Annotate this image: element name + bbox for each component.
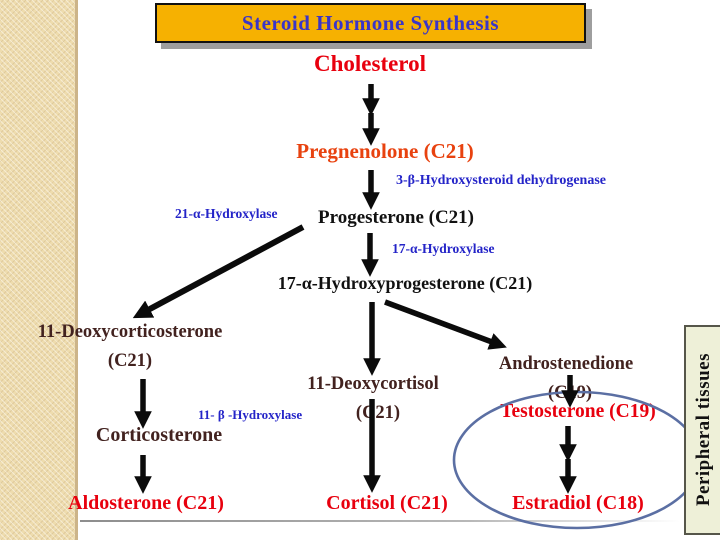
peripheral-tissues-box: Peripheral tissues [684, 325, 720, 535]
node-17a-hydroxyprogesterone: 17-α-Hydroxyprogesterone (C21) [277, 273, 533, 293]
title-box: Steroid Hormone Synthesis [155, 3, 586, 43]
enzyme-label-21a-hydroxylase: 21-α-Hydroxylase [175, 206, 278, 221]
enzyme-label-3b-hydroxysteroid-dehydrogenase: 3-β-Hydroxysteroid dehydrogenase [396, 173, 606, 188]
node-cholesterol: Cholesterol [313, 51, 427, 76]
node-estradiol: Estradiol (C18) [512, 492, 644, 514]
node-cortisol: Cortisol (C21) [326, 492, 448, 514]
node-progesterone: Progesterone (C21) [318, 207, 474, 228]
node-corticosterone: Corticosterone [95, 424, 223, 446]
node-pregnenolone: Pregnenolone (C21) [296, 139, 474, 163]
node-androstenedione: Androstenedione [498, 354, 634, 374]
node-11-deoxycorticosterone-c21: (C21) [107, 351, 153, 371]
page-title: Steroid Hormone Synthesis [241, 10, 500, 35]
left-texture-strip [0, 0, 78, 540]
enzyme-label-17a-hydroxylase: 17-α-Hydroxylase [392, 241, 495, 256]
arrow-progesterone-deoxycorticosterone [132, 224, 305, 319]
node-11-deoxycorticosterone: 11-Deoxycorticosterone [37, 322, 223, 342]
peripheral-tissues-label: Peripheral tissues [693, 353, 714, 507]
arrow-17ohp-androstenedione [384, 299, 507, 350]
node-testosterone: Testosterone (C19) [500, 401, 656, 422]
enzyme-label-11b-hydroxylase: 11- β -Hydroxylase [198, 407, 303, 422]
node-11-deoxycortisol-c21: (C21) [355, 403, 401, 423]
node-11-deoxycortisol: 11-Deoxycortisol [307, 374, 439, 394]
node-aldosterone: Aldosterone (C21) [68, 492, 224, 514]
bottom-edge-line [80, 520, 680, 522]
